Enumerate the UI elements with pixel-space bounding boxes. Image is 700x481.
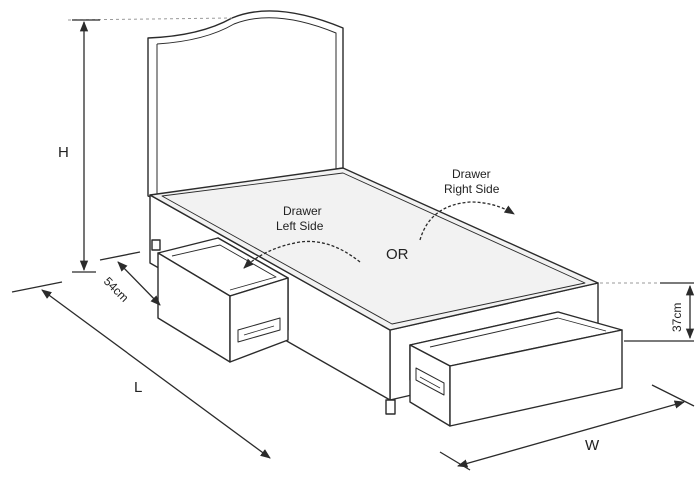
width-label: W: [585, 437, 600, 454]
bed-illustration: [147, 10, 623, 427]
right-drawer-inner: [429, 317, 607, 348]
headboard-inner-panel: [156, 17, 337, 170]
right-drawer-runner-rail: [419, 376, 441, 389]
dimension-lines: [11, 17, 695, 471]
width-tick-start: [439, 451, 471, 471]
length-tick-start: [11, 281, 63, 293]
drawer-height-label: 37cm: [670, 303, 684, 332]
length-arrow: [41, 289, 271, 459]
drawer-left-label-line2: Left Side: [276, 219, 324, 233]
drawer-left-label-line1: Drawer: [283, 204, 322, 218]
drawer-right-label-line1: Drawer: [452, 167, 491, 181]
mattress-top-inner: [161, 172, 586, 325]
depth-arrow: [117, 261, 161, 306]
width-arrow: [456, 400, 686, 468]
bed-leg-back: [151, 239, 161, 251]
depth-label: 54cm: [101, 274, 132, 305]
length-label: L: [134, 379, 142, 396]
right-drawer: [409, 311, 623, 427]
headboard: [147, 10, 344, 201]
drawer-right-label-line2: Right Side: [444, 182, 500, 196]
right-drawer-runner: [415, 367, 445, 396]
mattress-top: [149, 167, 599, 331]
or-label: OR: [386, 246, 409, 263]
depth-tick-start: [99, 251, 141, 261]
bed-leg-front: [385, 399, 396, 415]
height-label: H: [58, 144, 69, 161]
drawer-right-arrow: [419, 201, 515, 241]
width-tick-end: [651, 384, 695, 407]
